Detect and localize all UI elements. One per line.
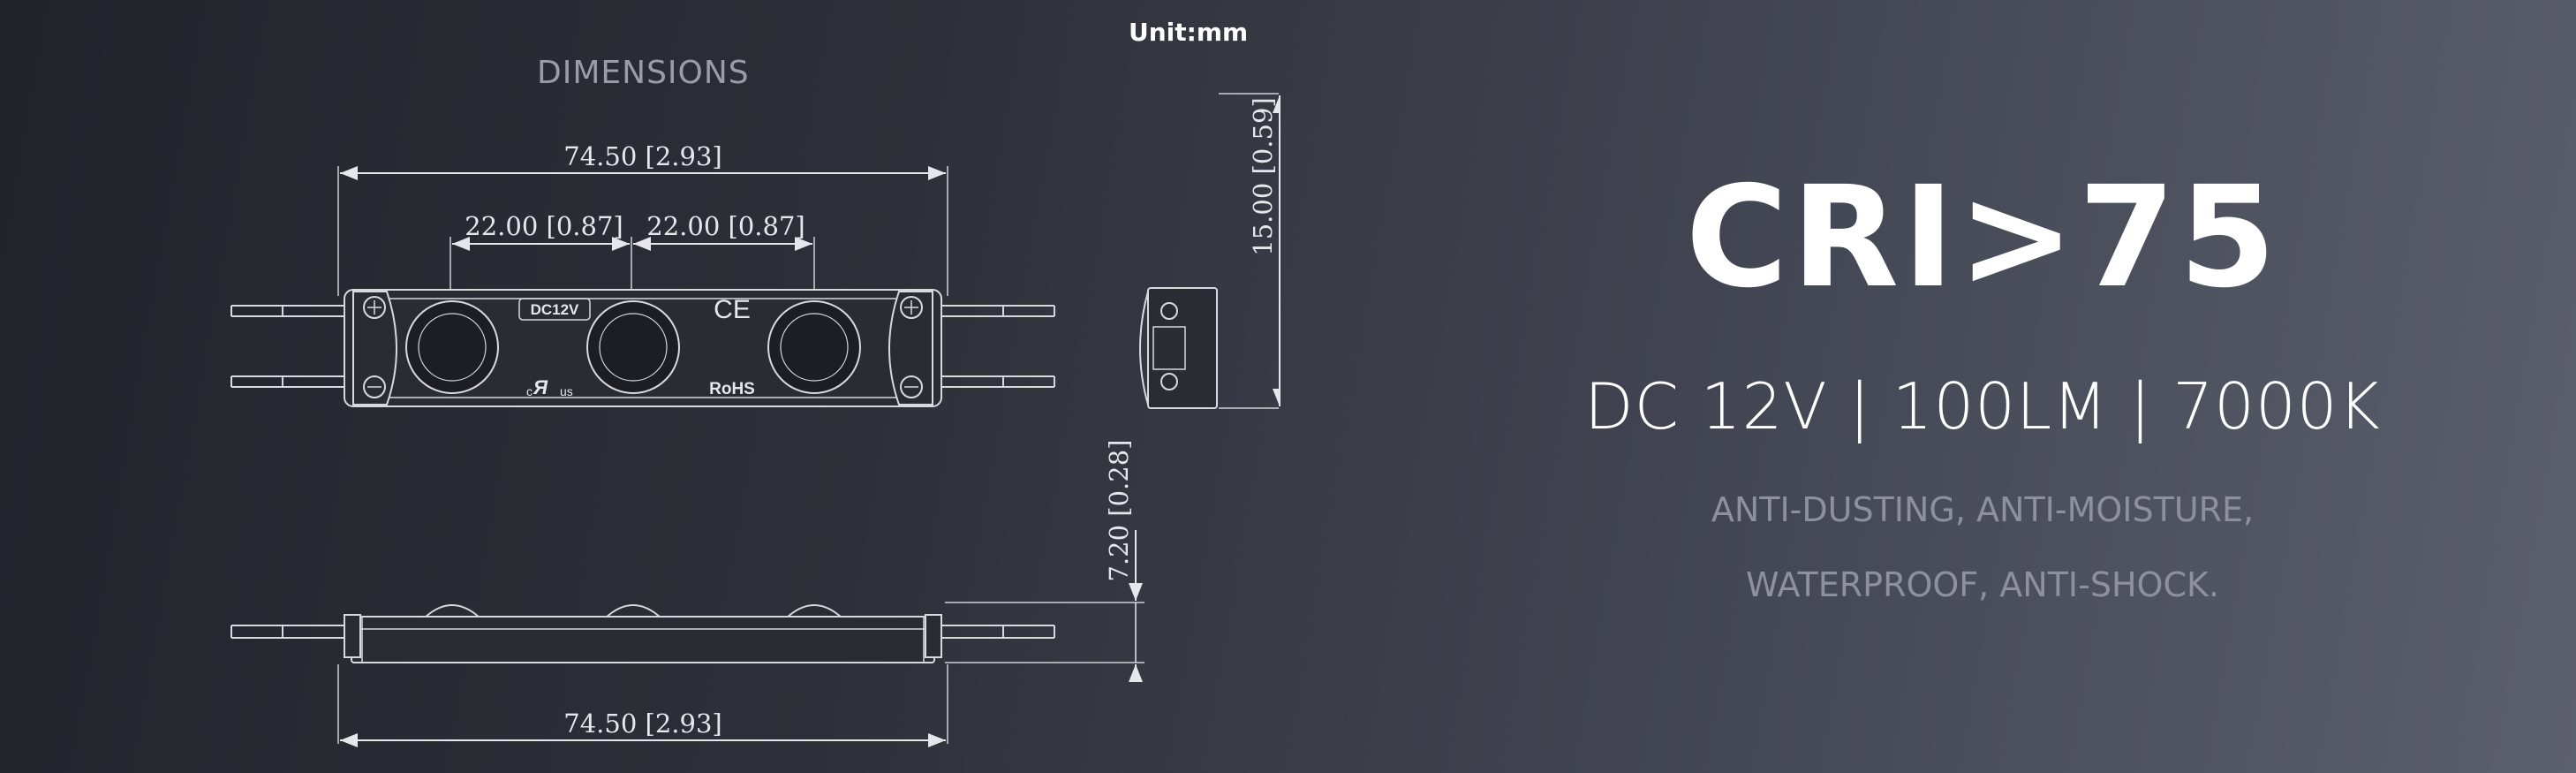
pitch-dimension-1: 22.00 [0.87] bbox=[465, 211, 623, 241]
top-overall-length: 74.50 [2.93] bbox=[563, 141, 721, 171]
technical-drawing: 74.50 [2.93] 22.00 [0.87] 22.00 [0.87] bbox=[230, 93, 1280, 747]
side-width: 15.00 [0.59] bbox=[1248, 97, 1278, 255]
electrical-specs: DC 12V | 100LM | 7000K bbox=[1584, 369, 2381, 443]
front-height: 7.20 [0.28] bbox=[1104, 440, 1134, 582]
pitch-dimension-2: 22.00 [0.87] bbox=[646, 211, 805, 241]
features-line-2: WATERPROOF, ANTI-SHOCK. bbox=[1745, 565, 2219, 604]
led-lens-3 bbox=[767, 300, 861, 394]
led-lens-2 bbox=[586, 300, 680, 394]
ul-marking-ru: Я bbox=[533, 376, 548, 398]
front-view: 7.20 [0.28] 74.50 [2.93] bbox=[230, 440, 1144, 747]
voltage-marking: DC12V bbox=[531, 301, 579, 318]
dimensions-title: DIMENSIONS bbox=[537, 55, 750, 91]
ce-marking: CE bbox=[714, 295, 751, 324]
cri-headline: CRI>75 bbox=[1685, 156, 2280, 319]
unit-label: Unit:mm bbox=[1129, 18, 1249, 47]
ul-marking-us: us bbox=[560, 384, 573, 398]
ul-marking-c: c bbox=[526, 384, 533, 398]
features-line-1: ANTI-DUSTING, ANTI-MOISTURE, bbox=[1711, 490, 2255, 529]
top-view: 74.50 [2.93] 22.00 [0.87] 22.00 [0.87] bbox=[230, 141, 1055, 407]
rohs-marking: RoHS bbox=[709, 380, 755, 398]
top-wires bbox=[230, 305, 1055, 388]
led-lenses bbox=[405, 300, 861, 394]
side-view: 15.00 [0.59] bbox=[1139, 93, 1280, 409]
led-lens-1 bbox=[405, 300, 499, 394]
front-overall-length: 74.50 [2.93] bbox=[563, 709, 721, 739]
